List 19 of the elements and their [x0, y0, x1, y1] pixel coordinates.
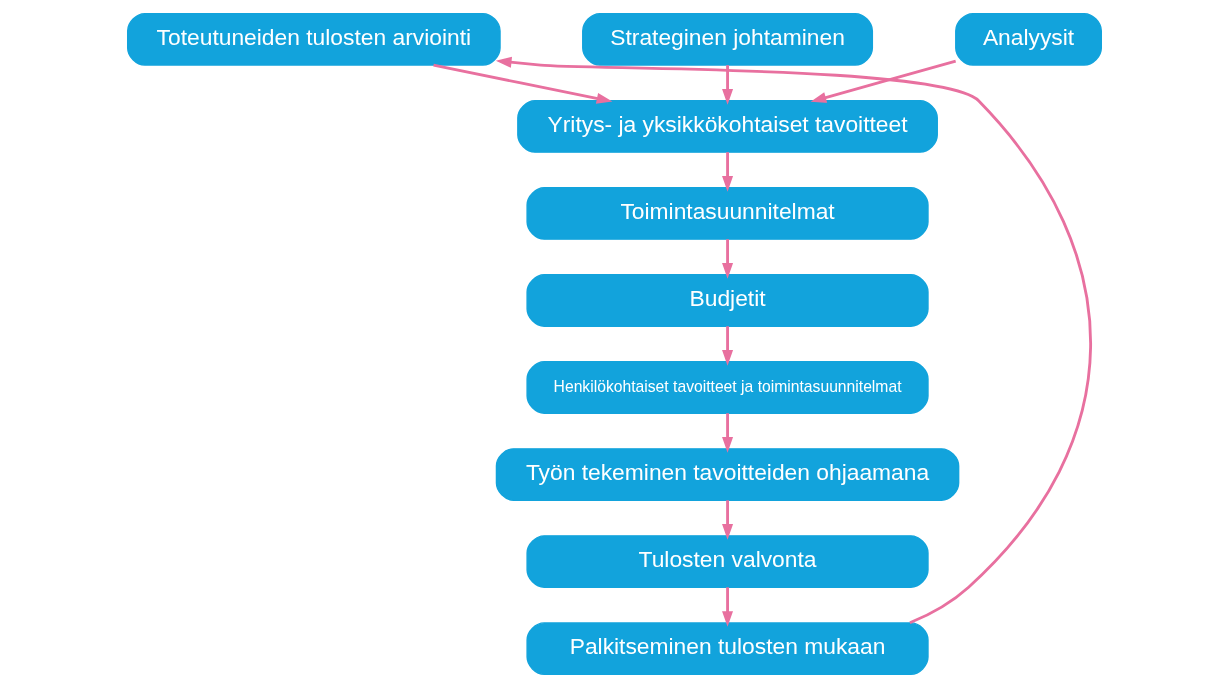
node-box: Analyysit — [955, 13, 1102, 66]
arrow — [722, 239, 734, 279]
arrow — [722, 65, 734, 105]
arrow — [722, 326, 734, 366]
arrow — [722, 413, 734, 453]
node-box: Budjetit — [526, 274, 929, 327]
node-box: Toteutuneiden tulosten arviointi — [127, 13, 501, 66]
arrow — [722, 152, 734, 192]
arrow — [722, 587, 734, 627]
node-box: Henkilökohtaiset tavoitteet ja toimintasuunnitelmat — [526, 361, 929, 414]
node-box: Yritys- ja yksikkökohtaiset tavoitteet — [517, 100, 938, 153]
arrow — [433, 63, 613, 104]
node-box: Työn tekeminen tavoitteiden ohjaamana — [495, 448, 960, 501]
arrow — [722, 500, 734, 540]
node-box: Strateginen johtaminen — [582, 13, 874, 66]
node-box: Palkitseminen tulosten mukaan — [526, 622, 929, 675]
node-box: Tulosten valvonta — [526, 535, 929, 588]
node-box: Toimintasuunnitelmat — [526, 187, 929, 240]
arrow — [810, 59, 957, 103]
